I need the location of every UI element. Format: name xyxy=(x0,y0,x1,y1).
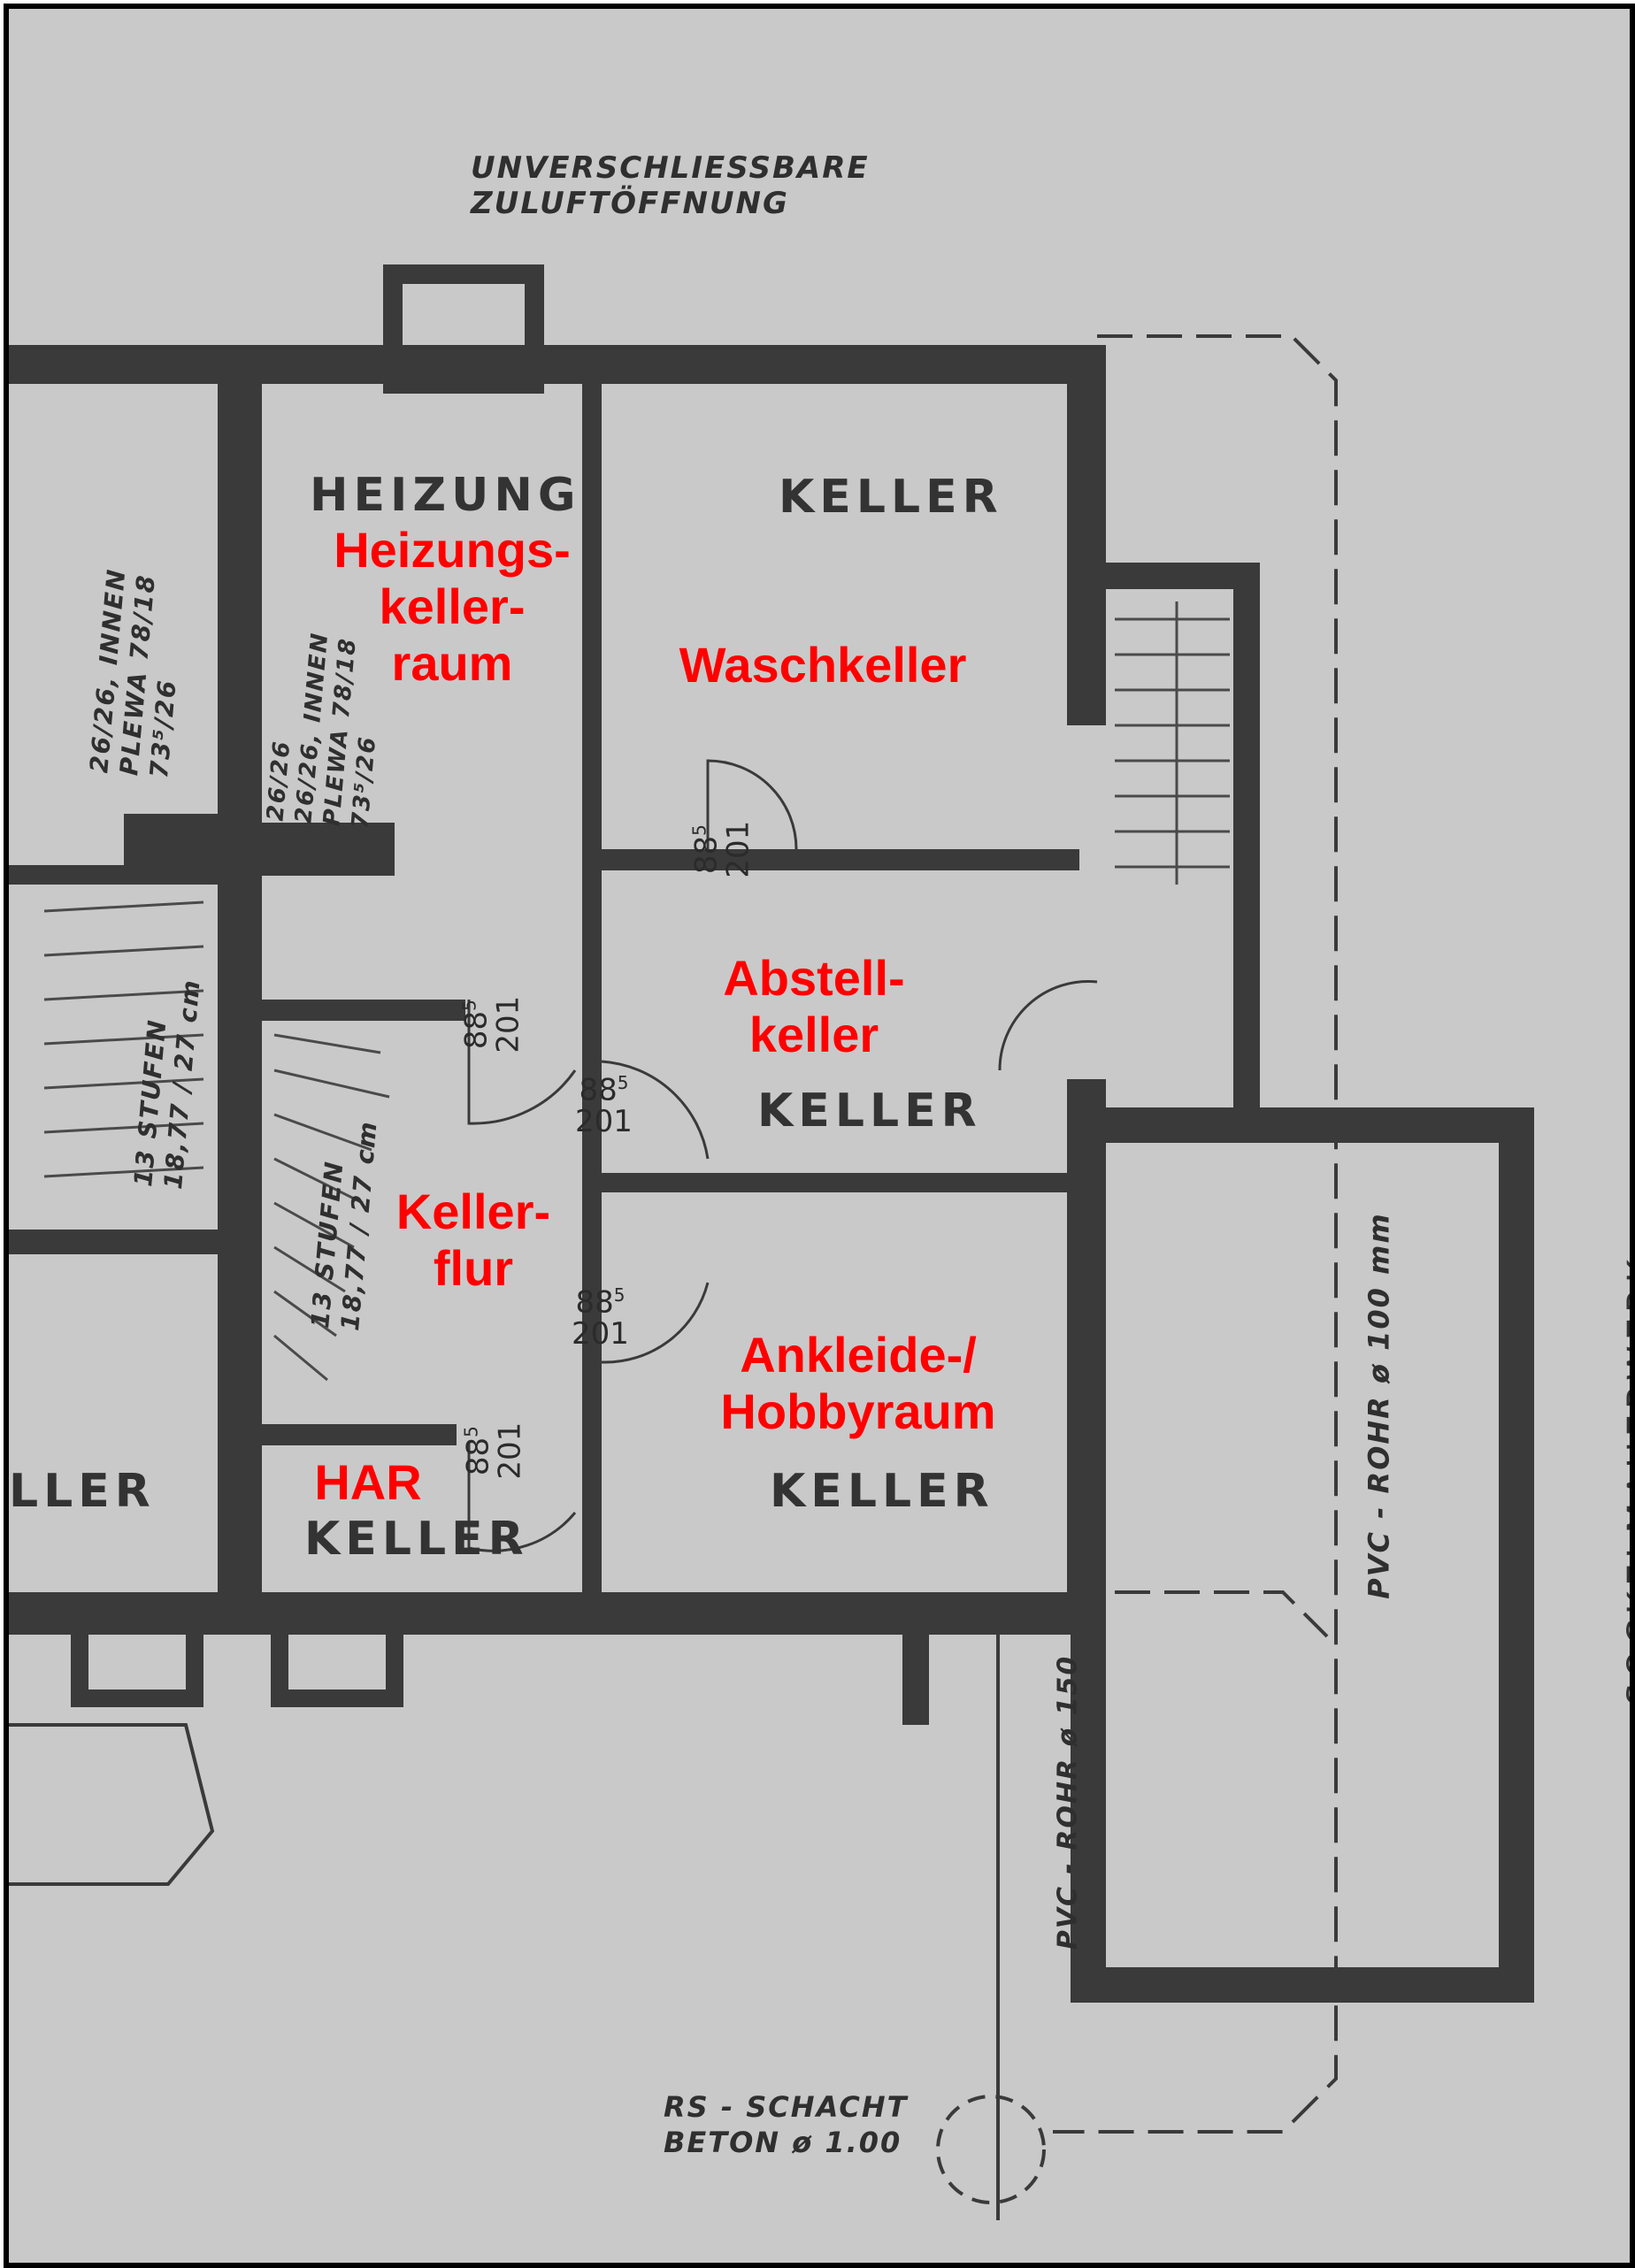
light-well-mid xyxy=(271,1592,403,1707)
red-label-ankleide-line2: Hobbyraum xyxy=(720,1383,996,1439)
door-dim-height: 201 xyxy=(492,1421,528,1480)
plinth-label: SOCKELMAUERWERK xyxy=(1621,1253,1635,1706)
red-label-flur-line2: flur xyxy=(433,1240,514,1296)
red-label-heizungskellerraum: Heizungs- keller- raum xyxy=(306,522,598,692)
wall-left-lower xyxy=(9,1230,218,1254)
wall-wasch-abstell xyxy=(602,849,1079,870)
wall-center xyxy=(582,363,602,1601)
red-label-waschkeller: Waschkeller xyxy=(679,637,967,693)
stair-enclosure-right xyxy=(1233,563,1260,1120)
door-dim-width: 88 xyxy=(458,1010,495,1050)
wall-abstell-ankleide xyxy=(602,1173,1079,1192)
door-dim-width: 88 xyxy=(460,1437,496,1476)
door-dim-abstell: 885 201 xyxy=(575,1067,633,1138)
door-dim-ankleide: 885 201 xyxy=(572,1279,629,1350)
door-dim-width: 88 xyxy=(579,1072,618,1108)
shaft-line2: BETON ø 1.00 xyxy=(664,2126,902,2159)
red-label-ankleide-line1: Ankleide-/ xyxy=(740,1327,977,1383)
door-dim-width: 88 xyxy=(575,1284,614,1321)
door-dim-height: 201 xyxy=(720,820,756,878)
walls xyxy=(9,264,1534,2003)
light-well-right xyxy=(902,1610,929,1725)
wall-heizung-bottom xyxy=(262,1000,465,1021)
wall-party-left xyxy=(218,345,262,1619)
red-label-flur-line1: Keller- xyxy=(395,1184,551,1239)
red-label-abstell-line2: keller xyxy=(748,1007,879,1062)
pipes xyxy=(9,334,1338,2220)
wall-top-outer xyxy=(9,345,1106,384)
red-label-ankleide-hobbyraum: Ankleide-/ Hobbyraum xyxy=(681,1327,1035,1440)
stair-left-treads xyxy=(43,900,204,1178)
door-dim-sup: 5 xyxy=(458,1000,480,1011)
door-swing-heizung xyxy=(467,1000,577,1125)
red-label-abstell-line1: Abstell- xyxy=(723,950,905,1006)
left-extension-line xyxy=(9,1723,215,1886)
door-dim-sup: 5 xyxy=(613,1284,626,1306)
floor-plan-drawing xyxy=(9,264,1534,2220)
door-dim-sup: 5 xyxy=(688,824,710,836)
door-dim-har: 885 201 xyxy=(455,1421,528,1480)
air-opening-line2: ZULUFTÖFFNUNG xyxy=(471,186,789,221)
air-opening-label: UNVERSCHLIESSBARE ZULUFTÖFFNUNG xyxy=(471,150,870,221)
shaft-label: RS - SCHACHT BETON ø 1.00 xyxy=(664,2089,908,2160)
wall-chimney-left xyxy=(124,814,218,867)
stair-mid-treads xyxy=(273,1033,390,1382)
door-swings xyxy=(467,759,1098,1552)
door-dim-width: 88 xyxy=(688,835,725,875)
door-dim-height: 201 xyxy=(490,995,526,1054)
room-har-keller: KELLER xyxy=(304,1513,529,1566)
shaft-line1: RS - SCHACHT xyxy=(664,2090,909,2124)
door-dim-waschkeller: 885 201 xyxy=(683,820,756,878)
door-dim-sup: 5 xyxy=(617,1072,629,1093)
door-swing-ankleide xyxy=(601,1282,710,1364)
pvc-pipe-100-line xyxy=(1053,334,1338,2134)
red-label-heizung-line1: Heizungs- xyxy=(334,522,571,578)
light-well-left xyxy=(71,1592,203,1707)
pvc-pipe-100-label: PVC - ROHR ø 100 mm xyxy=(1362,1212,1396,1599)
pvc-pipe-150-label: PVC - ROHR ø 150 xyxy=(1052,1654,1084,1950)
door-dim-height: 201 xyxy=(575,1104,633,1140)
drain-line-right xyxy=(1115,1590,1329,1638)
wall-left-upper xyxy=(9,865,218,885)
room-keller-top: KELLER xyxy=(779,471,1003,524)
air-opening-box xyxy=(383,264,544,394)
red-label-abstellkeller: Abstell- keller xyxy=(699,950,929,1063)
door-dim-sup: 5 xyxy=(460,1426,482,1437)
red-label-kellerflur: Keller- flur xyxy=(363,1184,584,1297)
red-label-har: HAR xyxy=(314,1454,422,1510)
red-label-heizung-line2: keller- xyxy=(379,578,526,634)
wall-chimney-row xyxy=(262,823,395,876)
extension-box xyxy=(1071,1107,1534,2003)
room-left-keller: LLER xyxy=(9,1465,156,1518)
door-dim-height: 201 xyxy=(572,1316,629,1352)
wall-har-top xyxy=(262,1424,457,1445)
door-swing-stair xyxy=(998,980,1098,1071)
door-swing-har xyxy=(467,1442,577,1552)
air-opening-line1: UNVERSCHLIESSBARE xyxy=(471,150,870,186)
shaft-circle xyxy=(936,2095,1046,2204)
chimney-left-label: 26/26, INNEN PLEWA 78/18 73⁵/26 xyxy=(84,567,192,779)
door-swing-abstell xyxy=(601,1060,710,1160)
stair-lines xyxy=(43,601,1230,1382)
door-swing-waschkeller xyxy=(706,759,798,850)
room-keller-bottom: KELLER xyxy=(770,1465,994,1518)
stair-right-treads xyxy=(1115,617,1230,869)
red-label-heizung-line3: raum xyxy=(391,635,513,691)
room-heizung: HEIZUNG xyxy=(310,469,581,522)
floor-plan-frame: UNVERSCHLIESSBARE ZULUFTÖFFNUNG 26/26, I… xyxy=(4,4,1635,2268)
wall-right-upper xyxy=(1067,345,1106,725)
door-dim-heizung: 885 201 xyxy=(453,995,526,1054)
room-keller-mid: KELLER xyxy=(757,1084,982,1138)
